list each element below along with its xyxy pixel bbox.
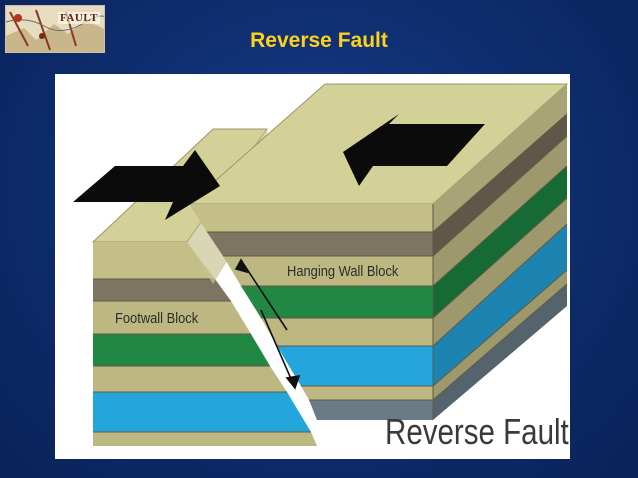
hanging-layer-tan-3 <box>261 318 433 346</box>
slip-direction-arrows <box>234 258 301 390</box>
right-compression-arrow-icon <box>343 114 485 186</box>
hanging-layer-tan-4 <box>301 386 433 400</box>
fault-type-label: Reverse Fault <box>385 411 569 452</box>
hanging-side-tan-2 <box>433 136 567 286</box>
footwall-layer-tan-4 <box>93 432 317 446</box>
hanging-side-gray <box>433 114 567 256</box>
hanging-layer-gray <box>207 232 433 256</box>
hanging-side-blue <box>433 224 567 386</box>
hanging-layer-tan-1 <box>189 204 433 232</box>
left-compression-arrow-icon <box>73 150 220 220</box>
footwall-layer-green <box>93 334 270 366</box>
footwall-label: Footwall Block <box>115 310 199 327</box>
slide-title: Reverse Fault <box>250 29 388 52</box>
hanging-side-tan-1 <box>433 84 567 232</box>
footwall-layer-tan-3 <box>93 366 287 392</box>
footwall-layer-tan-2 <box>93 301 251 334</box>
fault-block-diagram <box>73 83 569 446</box>
hanging-wall-label: Hanging Wall Block <box>287 263 399 280</box>
hanging-side-green <box>433 166 567 318</box>
logo-thumbnail: FAULT <box>5 5 105 53</box>
hanging-layer-green <box>241 286 433 318</box>
fault-diagram-figure: Hanging Wall Block Footwall Block Revers… <box>55 74 570 459</box>
logo-text: FAULT <box>58 12 100 24</box>
hanging-side-tan-3 <box>433 198 567 346</box>
footwall-layer-gray <box>93 279 231 301</box>
hanging-layer-slate <box>309 400 433 420</box>
hanging-side-tan-4 <box>433 270 567 400</box>
footwall-layer-tan-1 <box>93 242 215 279</box>
hanging-side-slate <box>433 284 567 420</box>
hanging-layer-tan-2 <box>223 256 433 286</box>
footwall-layer-blue <box>93 392 311 432</box>
hanging-layer-blue <box>277 346 433 386</box>
